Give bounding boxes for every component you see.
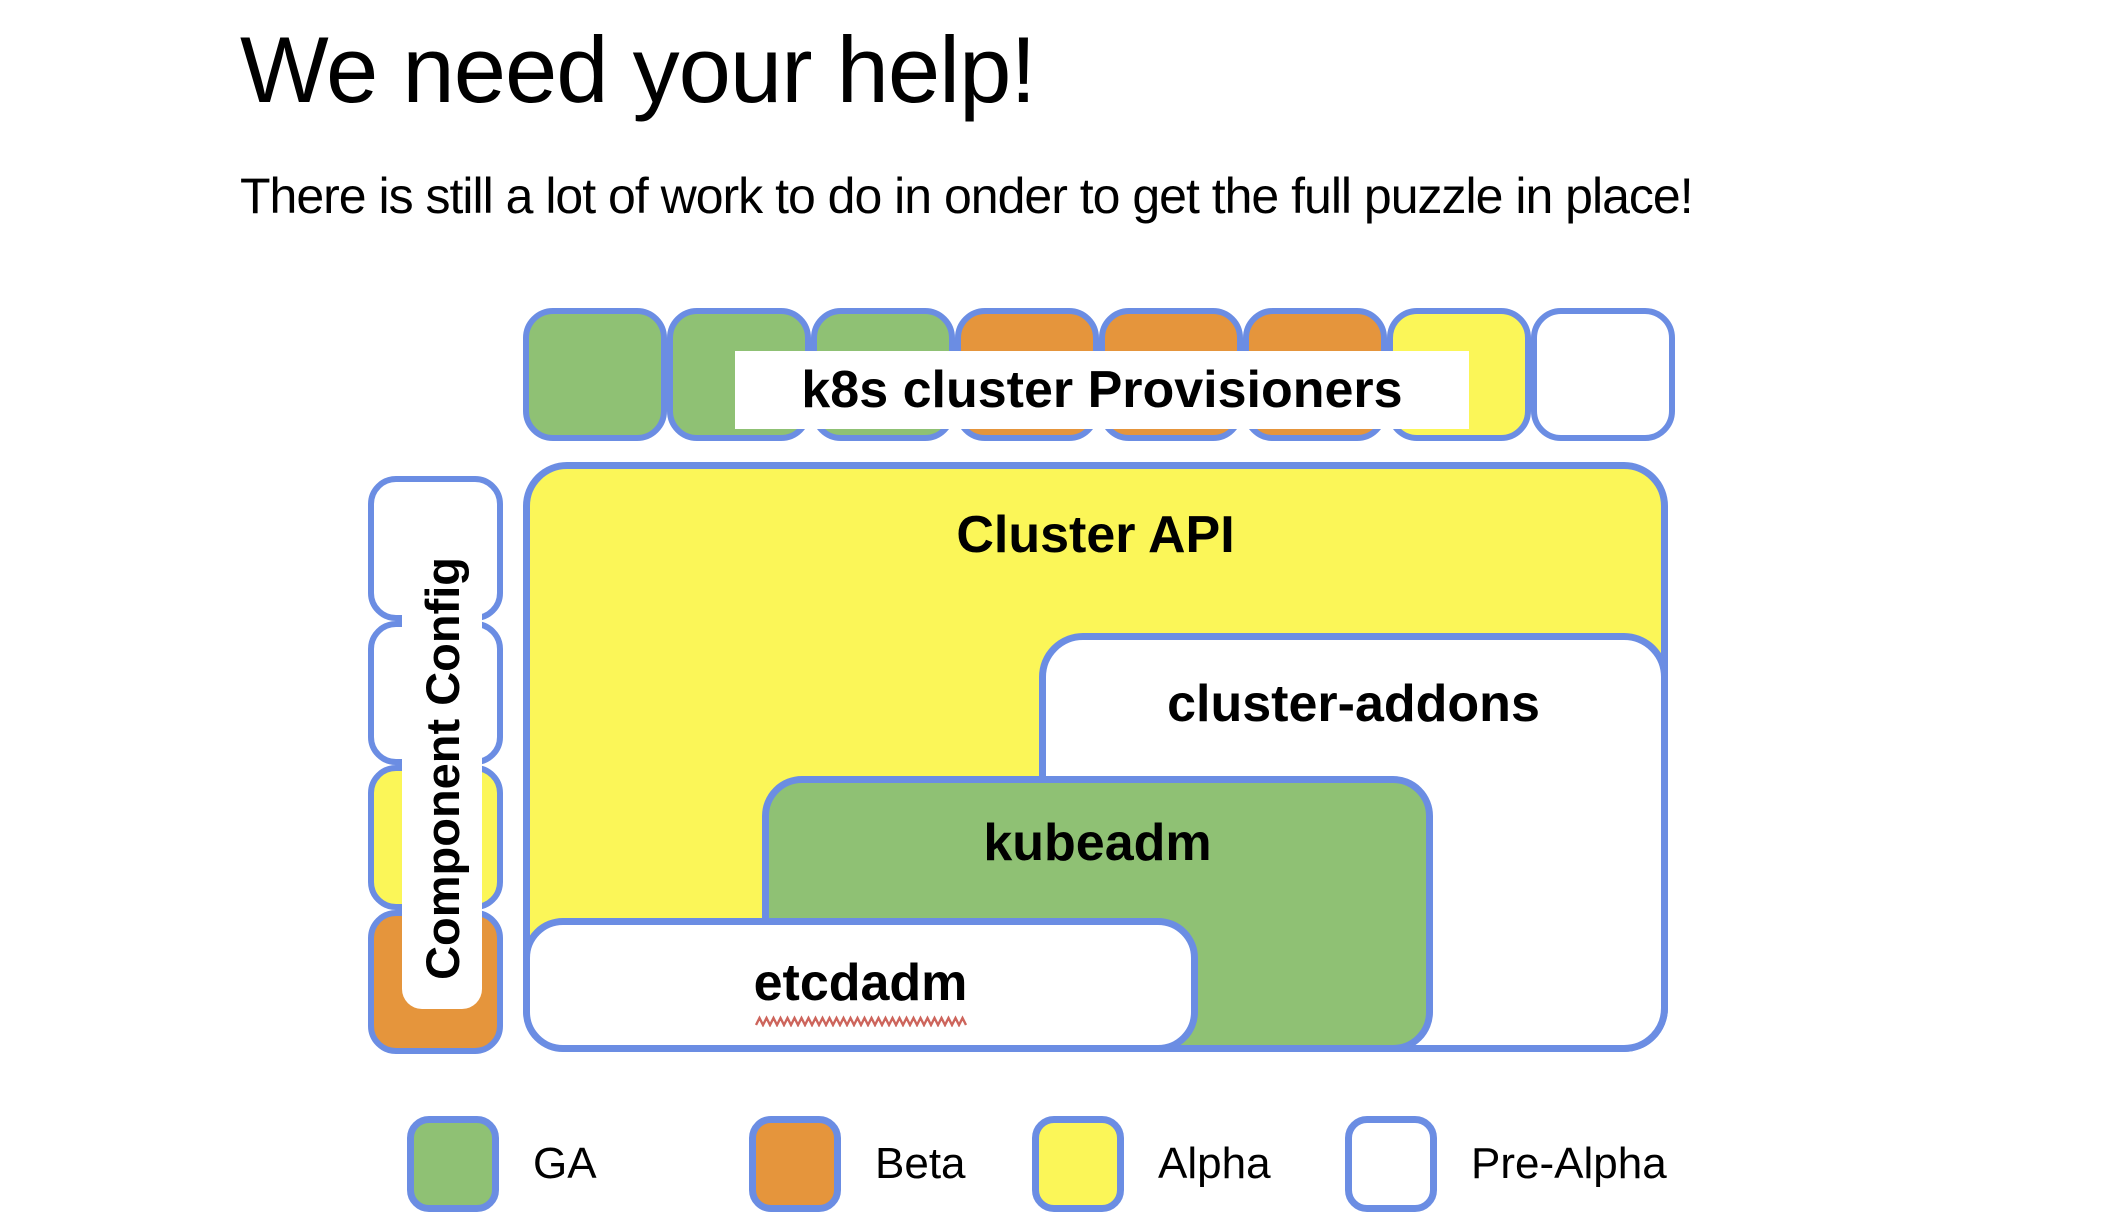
provisioners-label: k8s cluster Provisioners xyxy=(735,351,1469,429)
legend-swatch-green xyxy=(407,1116,499,1212)
legend-label: GA xyxy=(533,1139,597,1188)
legend-label: Alpha xyxy=(1158,1139,1271,1188)
legend-label: Beta xyxy=(875,1139,966,1188)
legend-item-ga: GA xyxy=(407,1116,597,1212)
puzzle-piece-white xyxy=(1531,308,1675,441)
legend-swatch-white xyxy=(1345,1116,1437,1212)
legend: GA Beta Alpha Pre-Alpha xyxy=(0,1116,2126,1216)
component-config-label-text: Component Config xyxy=(415,556,469,980)
legend-item-alpha: Alpha xyxy=(1032,1116,1271,1212)
puzzle-piece-green xyxy=(523,308,667,441)
cluster-api-label: Cluster API xyxy=(956,506,1235,564)
etcdadm-box: etcdadm xyxy=(523,918,1198,1052)
legend-swatch-orange xyxy=(749,1116,841,1212)
legend-label: Pre-Alpha xyxy=(1471,1139,1667,1188)
slide-subtitle: There is still a lot of work to do in on… xyxy=(240,168,1694,224)
kubeadm-label: kubeadm xyxy=(983,814,1212,872)
etcdadm-label: etcdadm xyxy=(753,954,968,1012)
legend-swatch-yellow xyxy=(1032,1116,1124,1212)
cluster-addons-label: cluster-addons xyxy=(1167,675,1540,733)
component-config-label: Component Config xyxy=(402,527,482,1009)
legend-item-pre-alpha: Pre-Alpha xyxy=(1345,1116,1667,1212)
legend-item-beta: Beta xyxy=(749,1116,966,1212)
slide-title: We need your help! xyxy=(240,17,1036,122)
spellcheck-squiggle xyxy=(530,1015,1191,1027)
